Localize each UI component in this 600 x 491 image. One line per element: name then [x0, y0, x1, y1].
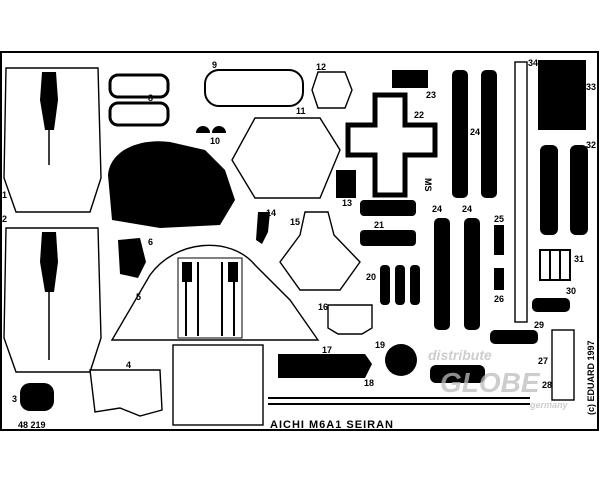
label-part-3: 3 — [12, 394, 17, 404]
label-part-6: 6 — [148, 237, 153, 247]
part-34-strip — [514, 61, 528, 323]
label-part-34: 34 — [528, 58, 538, 68]
part-19 — [385, 344, 417, 376]
watermark-line2: GLOBE — [440, 367, 541, 398]
part-21 — [360, 200, 416, 246]
label-part-25: 25 — [494, 214, 504, 224]
label-part-13: 13 — [342, 198, 352, 208]
part-2-seat — [3, 227, 102, 373]
label-part-8: 8 — [148, 93, 153, 103]
part-26 — [494, 268, 504, 290]
label-part-1: 1 — [2, 190, 7, 200]
label-part-32: 32 — [586, 140, 596, 150]
label-part-22: 22 — [414, 110, 424, 120]
label-part-7: 7 — [156, 209, 161, 219]
part-20 — [380, 265, 420, 305]
part-22-cross — [345, 92, 438, 198]
part-3 — [20, 383, 54, 411]
watermark-line1: distribute — [428, 347, 492, 363]
part-16 — [327, 304, 373, 335]
part-8b — [108, 101, 170, 127]
panel-lower-plate — [172, 344, 264, 426]
label-part-23: 23 — [426, 90, 436, 100]
label-part-21: 21 — [374, 220, 384, 230]
label-part-28: 28 — [542, 380, 552, 390]
part-lower-small — [430, 365, 485, 383]
fret-title: AICHI M6A1 SEIRAN — [270, 419, 394, 431]
label-part-10: 10 — [210, 136, 220, 146]
copyright-text: (c) EDUARD 1997 — [586, 340, 596, 415]
part-4 — [89, 369, 163, 417]
label-part-2: 2 — [2, 214, 7, 224]
label-part-11: 11 — [296, 106, 306, 116]
part-24-belts — [434, 70, 497, 330]
distributor-watermark: distribute GLOBE germany — [428, 347, 569, 410]
part-27-28-grid — [551, 329, 575, 401]
label-part-20: 20 — [366, 272, 376, 282]
part-18-rail — [268, 397, 530, 405]
part-25 — [494, 225, 504, 255]
watermark-line3: germany — [529, 400, 569, 410]
part-labels: 1 2 3 4 5 6 7 8 9 10 11 12 13 14 15 16 1… — [2, 58, 596, 404]
label-part-24b: 24 — [432, 204, 442, 214]
part-29 — [490, 330, 538, 344]
label-part-24c: 24 — [462, 204, 472, 214]
label-part-19: 19 — [375, 340, 385, 350]
label-part-9: 9 — [212, 60, 217, 70]
label-part-5: 5 — [136, 292, 141, 302]
part-23 — [392, 70, 428, 88]
label-part-29: 29 — [534, 320, 544, 330]
fret-frame — [0, 51, 599, 431]
label-part-26: 26 — [494, 294, 504, 304]
part-13 — [336, 170, 356, 198]
part-1-seat — [3, 67, 102, 213]
part-33 — [538, 60, 586, 130]
part-30 — [532, 298, 570, 312]
label-part-14: 14 — [266, 208, 276, 218]
part-7-cockpit-side — [108, 141, 235, 228]
part-8a — [108, 73, 170, 99]
part-12 — [311, 71, 353, 109]
part-32 — [540, 145, 588, 235]
label-part-24a: 24 — [470, 127, 480, 137]
label-part-17: 17 — [322, 345, 332, 355]
label-part-4: 4 — [126, 360, 131, 370]
part-17 — [278, 354, 372, 378]
label-part-31: 31 — [574, 254, 584, 264]
label-part-16: 16 — [318, 302, 328, 312]
part-5-instrument-panel — [110, 244, 320, 341]
label-part-12: 12 — [316, 62, 326, 72]
part-9 — [204, 69, 304, 107]
part-14 — [256, 212, 270, 244]
part-11-bulkhead — [231, 117, 341, 199]
part-6 — [118, 238, 146, 278]
part-31-ladder — [539, 249, 571, 281]
label-part-27: 27 — [538, 356, 548, 366]
part-15 — [279, 211, 361, 291]
part-10 — [196, 126, 226, 133]
catalog-number: 48 219 — [18, 420, 46, 430]
label-part-30: 30 — [566, 286, 576, 296]
ms-mark: MS — [423, 178, 433, 192]
label-part-33: 33 — [586, 82, 596, 92]
label-part-15: 15 — [290, 217, 300, 227]
label-part-18: 18 — [364, 378, 374, 388]
